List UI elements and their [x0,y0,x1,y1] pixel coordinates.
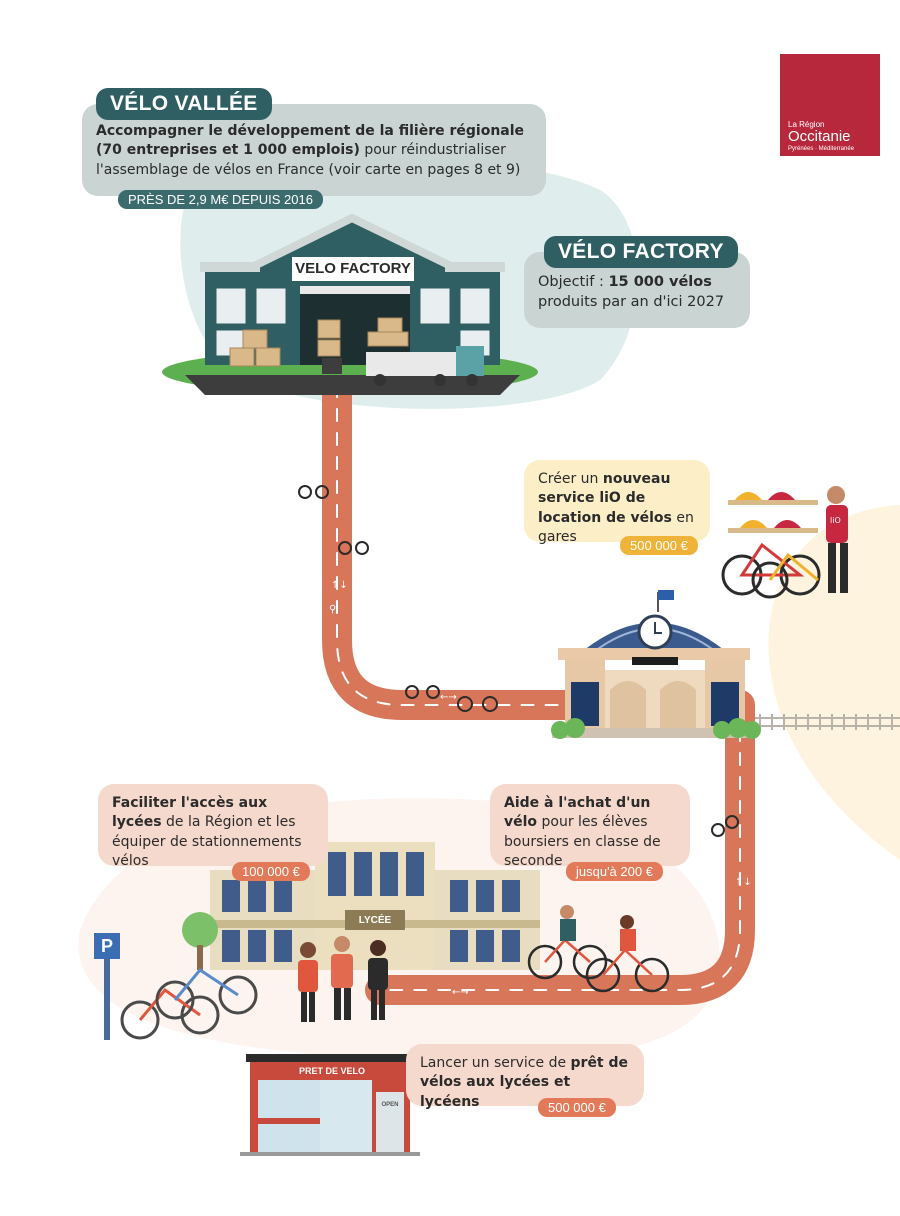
pret-amount: 500 000 € [538,1098,616,1117]
logo-line1: La Région [788,120,825,129]
rail-track [755,717,900,727]
pret-text-bold: prêt de vélos aux lycées et lycéens [420,1055,629,1110]
pret-text-prefix: Lancer un service de [420,1055,571,1071]
lio-text-prefix: Créer un [538,471,603,487]
svg-text:↑↓: ↑↓ [331,580,348,591]
velo-vallee-box: Accompagner le développement de la filiè… [82,104,546,196]
lycee-building-sign: LYCÉE [358,915,392,926]
svg-text:⚲: ⚲ [329,604,336,615]
velo-vallee-text-bold: Accompagner le développement de la filiè… [96,123,525,159]
lio-text-rest: en gares [538,509,694,545]
shop-illustration [240,1054,420,1156]
logo-line3: Pyrénées · Méditerranée [788,146,855,152]
lio-box: Créer un nouveau service liO de location… [524,460,710,545]
velo-factory-text-bold: 15 000 vélos [608,274,712,290]
lio-amount: 500 000 € [620,536,698,555]
velo-factory-text-prefix: Objectif : [538,274,609,290]
lycees-box: Faciliter l'accès aux lycées de la Régio… [98,784,328,869]
rail-sleepers [759,714,893,730]
shop-sign: PRET DE VELO [298,1066,365,1076]
parking-sign: P [100,936,113,956]
svg-text:↑↓: ↑↓ [735,877,752,888]
logo-line2: Occitanie [788,128,851,145]
occitanie-logo: La Région Occitanie Pyrénées · Méditerra… [780,54,880,156]
velo-factory-sign: VELO FACTORY [292,257,414,281]
bike-parking-illustration [94,933,258,1040]
svg-text:←→: ←→ [440,692,457,703]
velo-vallee-text-rest: pour réindustrialiser l'assemblage de vé… [96,142,521,178]
lycees-amount: 100 000 € [232,862,310,881]
lycees-text-bold: Faciliter l'accès aux lycées [112,795,268,831]
achat-text-bold: Aide à l'achat d'un vélo [504,795,651,831]
svg-text:←→: ←→ [452,987,469,998]
achat-amount: jusqu'à 200 € [566,862,663,881]
lycee-illustration [182,842,540,970]
station-illustration [551,590,761,739]
lycees-text-rest: de la Région et les équiper de stationne… [112,814,302,869]
lio-rental-illustration: liO [721,486,848,599]
lio-shirt-text: liO [830,516,841,525]
lio-text-bold: nouveau service liO de location de vélos [538,471,672,526]
velo-factory-title: VÉLO FACTORY [544,236,738,268]
lane-markings: ↑↓ ⚲ ←→ ↑↓ ←→ [329,580,752,998]
achat-text-rest: pour les élèves boursiers en classe de s… [504,814,661,869]
road-cyclists-small [298,485,739,837]
cyclists-illustration [527,905,670,993]
velo-vallee-title: VÉLO VALLÉE [96,88,272,120]
bike-road [322,370,755,1005]
students-illustration [298,936,388,1022]
velo-factory-text-rest: produits par an d'ici 2027 [538,294,725,310]
velo-vallee-amount: PRÈS DE 2,9 M€ DEPUIS 2016 [118,190,323,209]
achat-box: Aide à l'achat d'un vélo pour les élèves… [490,784,690,869]
pret-box: Lancer un service de prêt de vélos aux l… [406,1044,644,1110]
shop-door-text: OPEN [381,1102,399,1108]
